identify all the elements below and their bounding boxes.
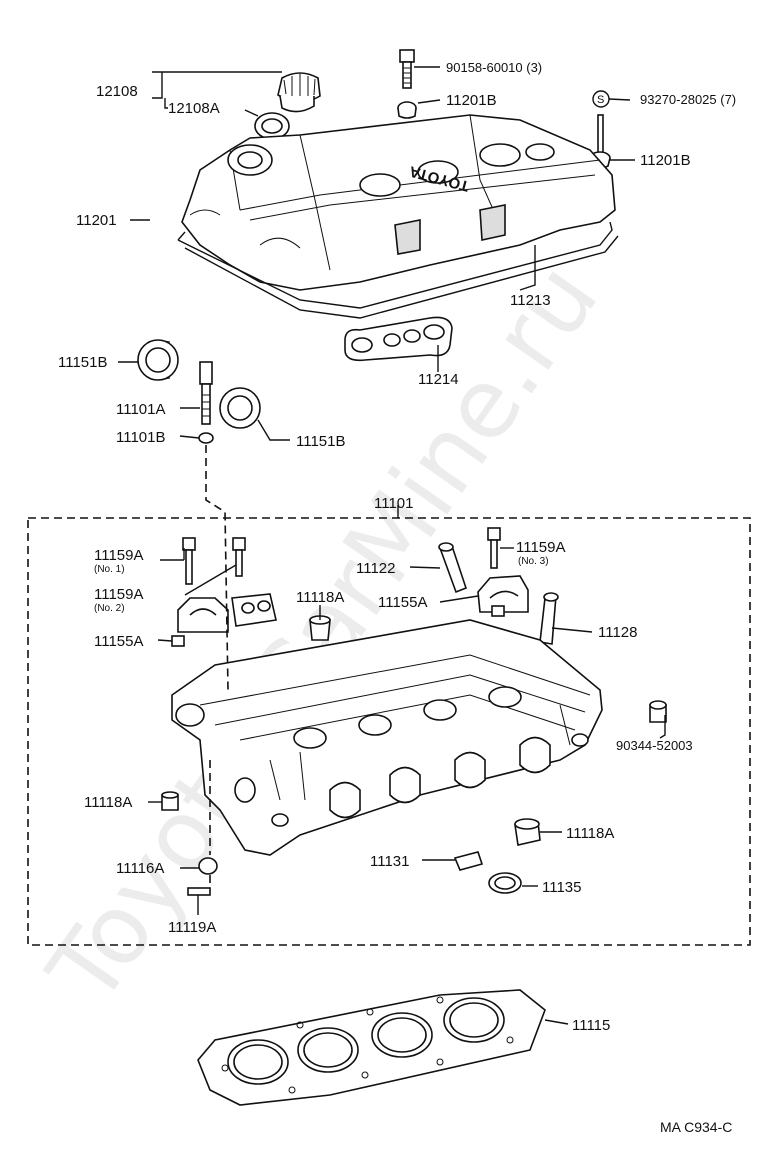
- cam-bearing-bolt-no3: [487, 527, 501, 569]
- label-11101B: 11101B: [116, 429, 166, 446]
- cam-bearing-cap-left: [177, 597, 229, 633]
- label-11116A: 11116A: [116, 860, 164, 877]
- label-11159A-no1: 11159A: [94, 547, 144, 564]
- label-11118A-top: 11118A: [296, 589, 344, 606]
- label-90158: 90158-60010 (3): [446, 60, 542, 75]
- s-symbol-letter: S: [597, 94, 604, 106]
- plug-90344: [649, 700, 667, 723]
- label-11201: 11201: [76, 212, 117, 229]
- plug-tube-right: [539, 592, 559, 645]
- oil-seal-left: [137, 339, 179, 381]
- label-no2: (No. 2): [94, 603, 125, 614]
- plug-11131: [453, 851, 484, 871]
- cover-bolt: [399, 49, 415, 89]
- label-11115: 11115: [572, 1017, 610, 1034]
- label-11155A-right: 11155A: [378, 594, 428, 611]
- oil-seal-right: [219, 387, 261, 429]
- grommet-top: [397, 101, 417, 119]
- label-12108A: 12108A: [168, 100, 220, 117]
- plug-tube-top: [438, 542, 467, 594]
- straight-pin: [187, 887, 211, 896]
- cam-bearing-bolt-no2: [232, 537, 246, 577]
- plug-tube-gasket: [344, 316, 453, 362]
- label-no1: (No. 1): [94, 564, 125, 575]
- cap-gasket: [254, 112, 290, 140]
- ring-pin-right: [491, 605, 505, 617]
- leader-lines: [118, 66, 666, 1025]
- head-gasket: [197, 989, 546, 1106]
- label-11213: 11213: [510, 292, 551, 309]
- label-11118A-right: 11118A: [566, 825, 614, 842]
- cam-bearing-bolt-no1: [182, 537, 196, 585]
- gasket-11135: [488, 872, 522, 894]
- ring-pin-left: [171, 635, 185, 647]
- label-11101A: 11101A: [116, 401, 166, 418]
- label-90344: 90344-52003: [616, 738, 693, 753]
- label-no3: (No. 3): [518, 556, 549, 567]
- label-11131: 11131: [370, 853, 410, 870]
- head-bolt: [199, 361, 213, 425]
- label-11151B-left: 11151B: [58, 354, 108, 371]
- cam-bearing-cap-mid: [231, 593, 277, 627]
- subassembly-boundary: [27, 517, 751, 946]
- label-11135: 11135: [542, 879, 582, 896]
- label-11201B-right: 11201B: [640, 152, 691, 169]
- label-11214: 11214: [418, 371, 459, 388]
- label-11118A-left: 11118A: [84, 794, 132, 811]
- label-12108: 12108: [96, 83, 138, 100]
- ring-pin-bottom: [198, 857, 218, 875]
- cylinder-head: [171, 619, 603, 856]
- label-11101: 11101: [374, 495, 414, 512]
- label-93270: 93270-28025 (7): [640, 92, 736, 107]
- head-bolt-washer: [198, 432, 214, 444]
- cover-gasket: [177, 221, 619, 319]
- label-11119A: 11119A: [168, 919, 216, 936]
- label-11151B-right: 11151B: [296, 433, 346, 450]
- oil-filler-cap: [277, 72, 321, 113]
- s-symbol-circle: [592, 90, 610, 108]
- footer-code: MA C934-C: [660, 1119, 732, 1135]
- cup-plug-right: [514, 818, 541, 846]
- label-11159A-no2: 11159A: [94, 586, 144, 603]
- label-11122: 11122: [356, 560, 396, 577]
- label-11159A-no3: 11159A: [516, 539, 566, 556]
- label-11155A-left: 11155A: [94, 633, 144, 650]
- cam-bearing-cap-right: [477, 575, 529, 613]
- label-11201B-top: 11201B: [446, 92, 497, 109]
- label-11128: 11128: [598, 624, 638, 641]
- cup-plug-left: [161, 791, 179, 811]
- cover-stud: [597, 114, 604, 156]
- valve-cover: TOYOTA: [181, 114, 616, 291]
